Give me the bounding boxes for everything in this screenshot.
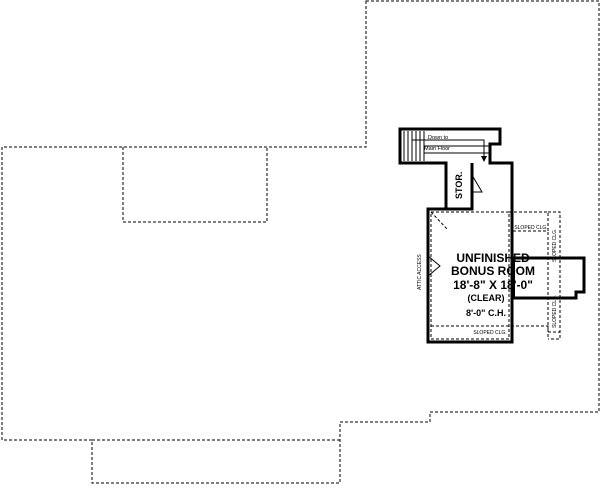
sloped-clg-label-top: SLOPED CLG. bbox=[514, 225, 547, 231]
stair-wall bbox=[398, 127, 514, 344]
attic-access-label: ATTIC ACCESS bbox=[417, 254, 423, 290]
storage-wall bbox=[444, 163, 474, 211]
stairs-label-line1: Down to bbox=[428, 135, 448, 141]
stair-arrow-icon bbox=[411, 139, 487, 162]
sloped-ceiling-lines bbox=[430, 211, 561, 340]
bonus-room-ceiling-height: 8'-0" C.H. bbox=[466, 308, 506, 318]
sloped-clg-label-right-lower: SLOPED CLG. bbox=[552, 295, 558, 328]
dormer-outline bbox=[122, 147, 268, 223]
attic-access-door bbox=[427, 255, 441, 277]
sloped-clg-label-bottom: SLOPED CLG. bbox=[473, 330, 506, 336]
bonus-room-name-line2: BONUS ROOM bbox=[451, 264, 535, 278]
bonus-room-dimensions: 18'-8" X 18'-0" bbox=[453, 278, 533, 292]
bay-window-opening bbox=[512, 258, 515, 298]
bonus-room-name-line1: UNFINISHED bbox=[456, 251, 530, 265]
bay-window bbox=[512, 256, 586, 300]
storage-door bbox=[471, 174, 483, 193]
sloped-clg-label-right-upper: SLOPED CLG. bbox=[552, 229, 558, 262]
bonus-room-clear: (CLEAR) bbox=[468, 293, 505, 303]
storage-label: STOR. bbox=[454, 172, 464, 199]
stairs-label-line2: Main Floor bbox=[424, 146, 450, 152]
